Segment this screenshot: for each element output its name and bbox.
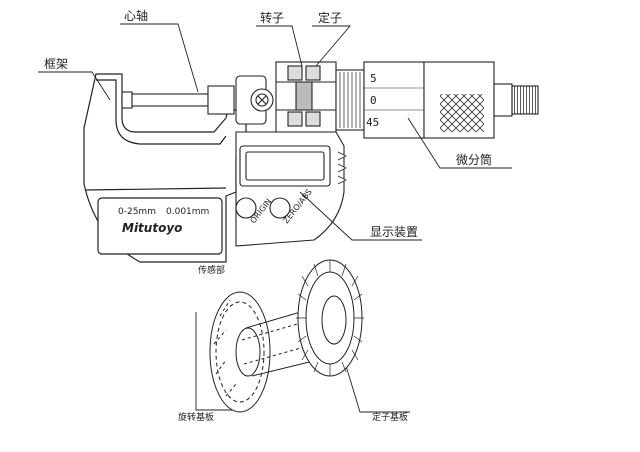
- label-rotating-plate: 旋转基板: [178, 411, 214, 423]
- label-thimble: 微分筒: [456, 152, 492, 167]
- spindle: [121, 85, 235, 115]
- zero-abs-button: [269, 197, 291, 219]
- stator-plate: [297, 259, 363, 377]
- lcd-screen: [245, 151, 325, 181]
- label-sensor: 传感部: [198, 264, 225, 276]
- display-housing: [235, 131, 347, 247]
- thimble-knurl: [440, 94, 484, 132]
- rotor-stator-housing: [235, 61, 337, 133]
- thimble: [335, 61, 539, 139]
- ratchet-stop: [511, 85, 539, 115]
- origin-button: [235, 197, 257, 219]
- thimble-mark-0: 0: [370, 94, 377, 107]
- label-rotor: 转子: [260, 10, 284, 25]
- rotating-plate: [209, 291, 271, 413]
- callout-lines: [38, 23, 512, 413]
- label-spindle: 心轴: [124, 8, 148, 23]
- label-stator-plate: 定子基板: [372, 411, 408, 423]
- brand-logo: Mitutoyo: [122, 221, 182, 235]
- thimble-mark-45: 45: [366, 116, 379, 129]
- micrometer-frame: [83, 73, 247, 263]
- range-text: 0-25mm: [118, 207, 156, 217]
- sensor-exploded-view: [209, 259, 364, 413]
- label-display: 显示装置: [370, 225, 418, 239]
- label-frame: 框架: [44, 57, 68, 71]
- stator-teeth: [296, 260, 364, 376]
- resolution-text: 0.001mm: [166, 207, 209, 217]
- label-stator: 定子: [318, 10, 342, 25]
- thimble-mark-5: 5: [370, 72, 377, 85]
